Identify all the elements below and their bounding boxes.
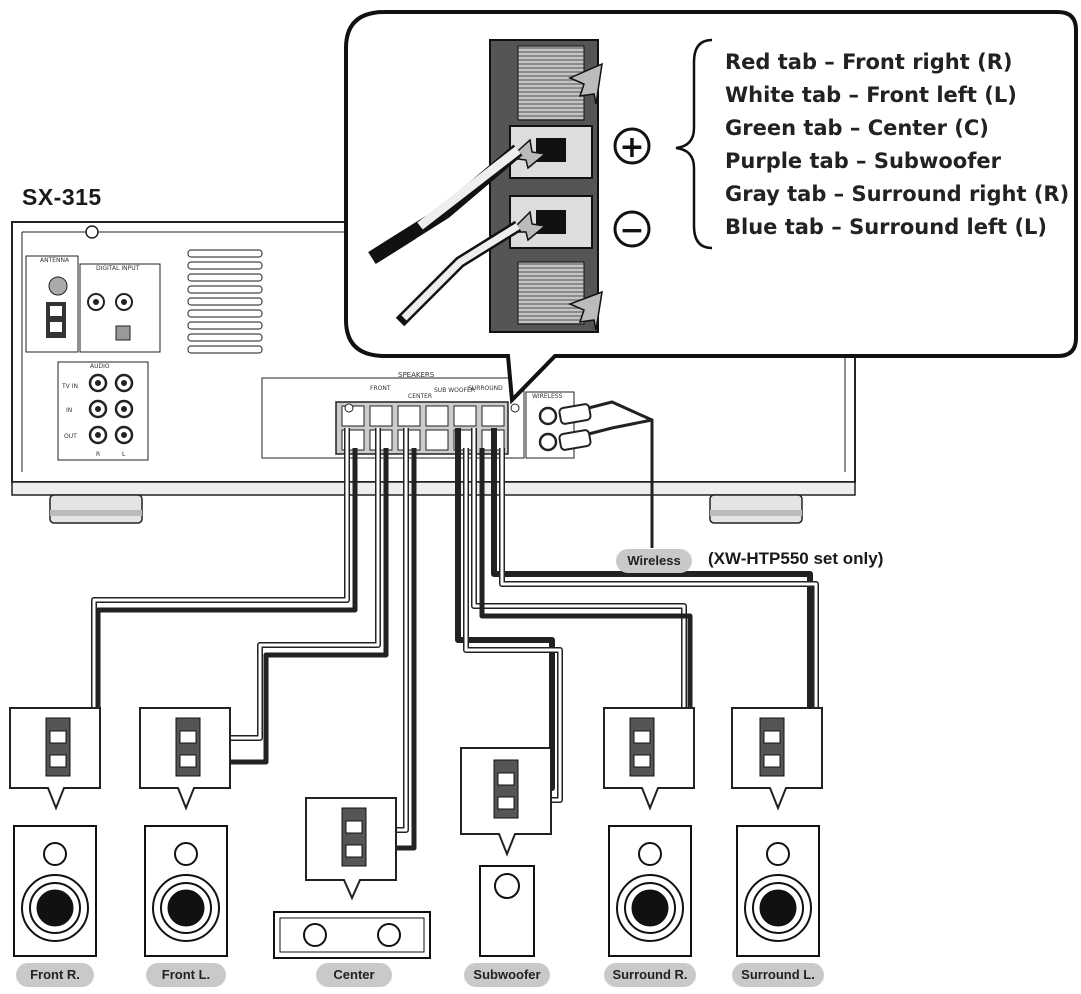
speaker-label-center: Center bbox=[316, 963, 392, 987]
audio-l-label: L bbox=[122, 451, 126, 458]
wireless-note: (XW-HTP550 set only) bbox=[708, 549, 884, 568]
audio-label: AUDIO bbox=[90, 363, 110, 370]
wireless-pill: Wireless bbox=[616, 549, 692, 573]
speaker-label-front-l: Front L. bbox=[146, 963, 226, 987]
speaker-label-surround-l: Surround L. bbox=[732, 963, 824, 987]
wireless-cable bbox=[558, 400, 654, 548]
center-label: CENTER bbox=[408, 393, 432, 400]
tv-in-label: TV IN bbox=[61, 383, 78, 390]
minus-sign: − bbox=[619, 213, 644, 248]
plus-sign: + bbox=[619, 130, 644, 165]
digital-input-label: DIGITAL INPUT bbox=[96, 265, 140, 272]
audio-r-label: R bbox=[96, 451, 100, 458]
legend-item-green: Green tab – Center (C) bbox=[725, 116, 989, 140]
in-label: IN bbox=[66, 407, 72, 414]
out-label: OUT bbox=[64, 433, 77, 440]
subwoofer-panel-label: SUB WOOFER bbox=[434, 387, 475, 394]
legend-item-blue: Blue tab – Surround left (L) bbox=[725, 215, 1048, 239]
legend-item-gray: Gray tab – Surround right (R) bbox=[725, 182, 1070, 206]
callout-bubble: + − bbox=[344, 10, 1078, 405]
speakers-panel-label: SPEAKERS bbox=[398, 371, 435, 379]
speaker-label-front-r: Front R. bbox=[16, 963, 94, 987]
wireless-panel-label: WIRELESS bbox=[532, 393, 563, 400]
legend-item-red: Red tab – Front right (R) bbox=[725, 50, 1013, 74]
front-label: FRONT bbox=[370, 385, 391, 392]
surround-label: SURROUND bbox=[468, 385, 503, 392]
speaker-label-subwoofer: Subwoofer bbox=[464, 963, 550, 987]
model-label: SX-315 bbox=[22, 184, 102, 210]
antenna-label: ANTENNA bbox=[40, 257, 70, 264]
legend-item-purple: Purple tab – Subwoofer bbox=[725, 149, 1001, 173]
legend-item-white: White tab – Front left (L) bbox=[725, 83, 1017, 107]
speaker-cabinets bbox=[13, 825, 820, 959]
speaker-label-surround-r: Surround R. bbox=[604, 963, 696, 987]
